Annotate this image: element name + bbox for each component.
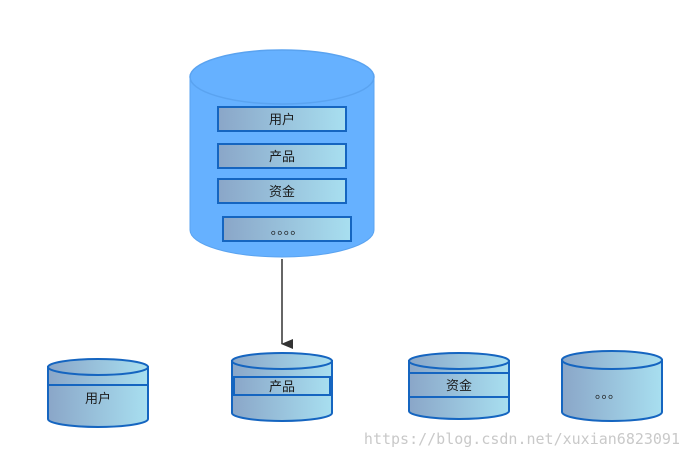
shard-label: 。。。 — [595, 387, 621, 402]
shard-label: 产品 — [269, 380, 295, 395]
shard-db-users: 用户 — [47, 358, 149, 428]
shard-db-funds: 资金 — [408, 352, 510, 420]
main-db-table-label: 。。。。 — [271, 223, 304, 238]
main-db-table-products: 产品 — [217, 143, 347, 169]
main-db-table-more: 。。。。 — [222, 216, 352, 242]
main-db-top — [189, 49, 375, 105]
shard-label: 用户 — [85, 391, 111, 407]
main-db-table-label: 产品 — [269, 150, 295, 165]
shard-db-more: 。。。 — [561, 350, 663, 422]
shard-label: 资金 — [446, 378, 472, 394]
main-db-table-users: 用户 — [217, 106, 347, 132]
main-db-table-label: 资金 — [269, 184, 295, 200]
watermark-text: https://blog.csdn.net/xuxian6823091 — [364, 430, 680, 448]
main-db-table-funds: 资金 — [217, 178, 347, 204]
main-db-table-label: 用户 — [269, 112, 295, 128]
main-database: 用户 产品 资金 。。。。 — [189, 49, 375, 258]
shard-db-products: 产品 — [231, 352, 333, 422]
